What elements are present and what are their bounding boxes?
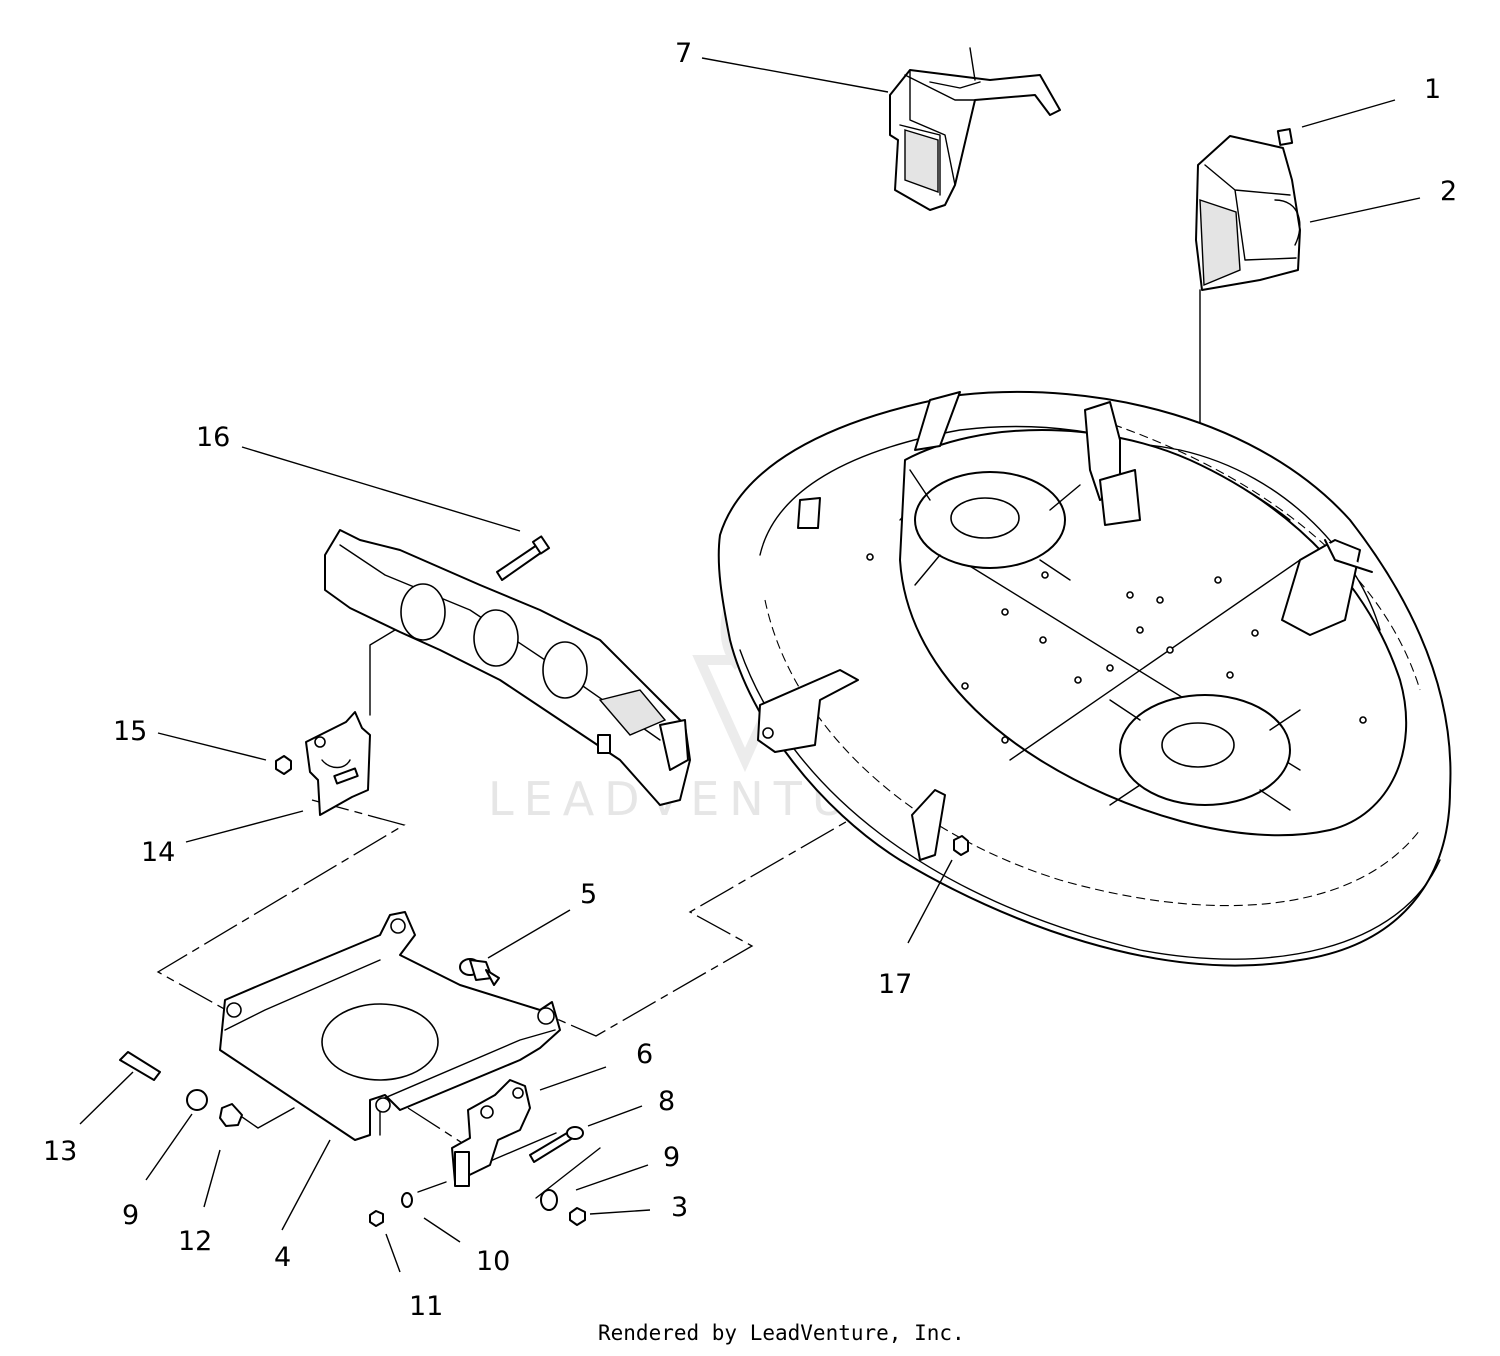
callout-2: 2 <box>1440 176 1457 207</box>
callout-4: 4 <box>274 1242 291 1273</box>
callout-13: 13 <box>43 1136 77 1167</box>
deck-housing <box>717 390 1452 967</box>
callout-14: 14 <box>141 837 175 868</box>
callout-15: 15 <box>113 716 147 747</box>
part-9-washer-left <box>186 1089 208 1111</box>
part-5-bolt <box>459 958 500 986</box>
callout-11: 11 <box>409 1291 443 1322</box>
callout-9: 9 <box>663 1142 680 1173</box>
callout-12: 12 <box>178 1226 212 1257</box>
callout-3: 3 <box>671 1192 688 1223</box>
callout-1: 1 <box>1424 74 1441 105</box>
footer-credit: Rendered by LeadVenture, Inc. <box>598 1321 965 1345</box>
callout-7: 7 <box>675 38 692 69</box>
leader-lines <box>79 57 1421 1273</box>
part-17-bracket <box>911 789 969 861</box>
callouts: 1 2 3 4 5 6 7 8 9 9 10 11 12 13 14 15 16… <box>43 38 1457 1322</box>
part-7-deflector <box>889 47 1061 211</box>
part-13-bolt <box>119 1051 161 1081</box>
part-14-bracket <box>275 711 371 816</box>
callout-17: 17 <box>878 969 912 1000</box>
part-9-washer <box>540 1189 558 1211</box>
part-11-nut <box>369 1210 384 1227</box>
part-6-bracket <box>451 1079 531 1187</box>
part-1-screw <box>1276 128 1294 146</box>
callout-9b: 9 <box>122 1200 139 1231</box>
callout-16: 16 <box>196 422 230 453</box>
part-12-spacer <box>219 1103 243 1127</box>
fasteners-right <box>369 1126 586 1227</box>
part-15-nut <box>275 755 292 775</box>
part-16-bolt <box>496 535 551 581</box>
callout-5: 5 <box>580 879 597 910</box>
deck-holes <box>866 553 1367 744</box>
callout-6: 6 <box>636 1039 653 1070</box>
part-4-plate <box>219 911 561 1141</box>
part-3-nut <box>569 1207 586 1226</box>
fasteners-left <box>119 1051 243 1127</box>
callout-10: 10 <box>476 1246 510 1277</box>
lift-arm <box>324 529 691 806</box>
part-2-deflector <box>1195 128 1301 291</box>
callout-8: 8 <box>658 1086 675 1117</box>
part-10-washer <box>401 1192 413 1208</box>
